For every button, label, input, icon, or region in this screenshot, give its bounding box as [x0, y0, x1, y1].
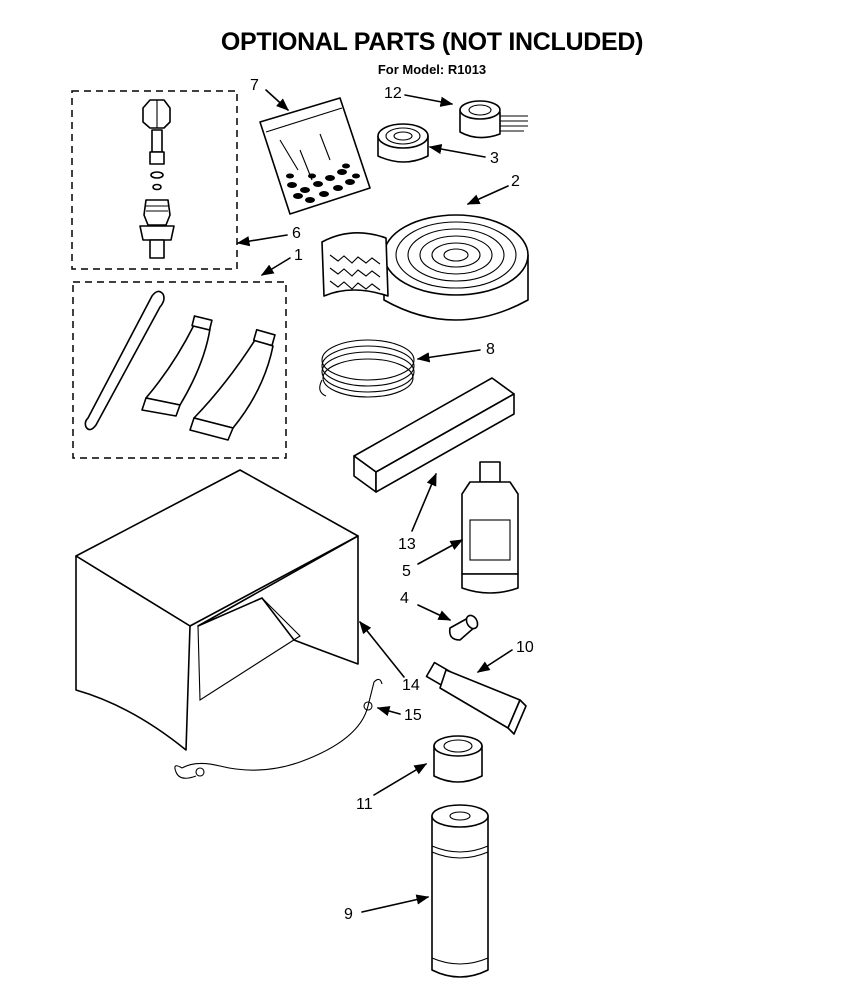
sealant-tube-part — [425, 661, 527, 735]
foam-tape-roll-part — [377, 123, 429, 163]
callout-11: 11 — [356, 796, 373, 813]
callout-3: 3 — [490, 150, 499, 167]
callout-7: 7 — [250, 77, 259, 94]
callout-10: 10 — [516, 639, 534, 656]
valve-fitting-part — [139, 99, 175, 259]
callout-5: 5 — [402, 563, 411, 580]
cord-part — [174, 678, 383, 779]
bottle-part — [461, 461, 519, 594]
callout-8: 8 — [486, 341, 495, 358]
kit-1-box — [72, 281, 287, 459]
callout-13: 13 — [398, 536, 416, 553]
callout-15: 15 — [404, 707, 422, 724]
large-roll-part — [321, 214, 529, 321]
diagram-subtitle: For Model: R1013 — [377, 62, 487, 77]
unit-cover-part — [75, 469, 359, 751]
kit-6-box — [71, 90, 238, 270]
short-can-part — [433, 735, 483, 783]
callout-6: 6 — [292, 225, 301, 242]
hardware-bag-part — [259, 97, 371, 215]
cap-part — [448, 614, 479, 641]
callout-1: 1 — [294, 247, 303, 264]
callout-arrows — [236, 89, 513, 913]
callout-12: 12 — [384, 85, 402, 102]
aerosol-can-part — [431, 804, 489, 978]
callout-9: 9 — [344, 906, 353, 923]
tube-kit-part — [84, 290, 276, 441]
tape-roll-small-part — [459, 100, 528, 139]
callout-4: 4 — [400, 590, 409, 607]
diagram-title: OPTIONAL PARTS (NOT INCLUDED) — [220, 28, 644, 56]
wire-coil-part — [319, 339, 415, 398]
callout-2: 2 — [511, 173, 520, 190]
callout-14: 14 — [402, 677, 420, 694]
foam-block-part — [353, 377, 515, 493]
